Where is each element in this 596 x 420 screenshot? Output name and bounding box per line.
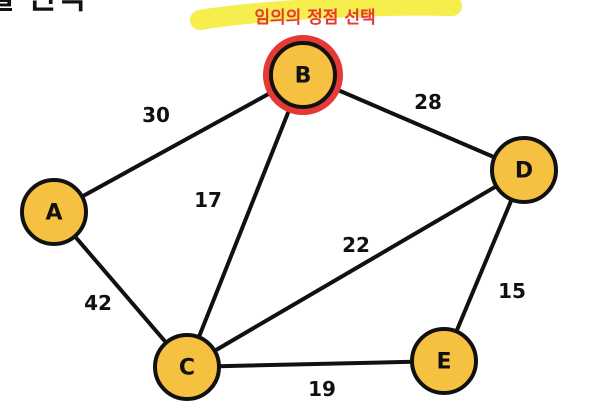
node-c: C (153, 333, 221, 401)
edge-a-c (52, 210, 189, 369)
node-label-c: C (179, 356, 195, 381)
node-d: D (490, 136, 558, 204)
edge-d-e (442, 168, 526, 363)
node-e: E (410, 327, 478, 395)
edge-c-d (185, 168, 526, 369)
node-label-b: B (295, 64, 312, 89)
node-circle-a (20, 178, 88, 246)
node-circle-e (410, 327, 478, 395)
edge-b-d (301, 73, 526, 172)
node-label-d: D (515, 159, 533, 184)
nodes-layer: A B C D E (20, 35, 558, 401)
edge-weight-a-b: 30 (142, 103, 170, 127)
callout-highlight (190, 0, 462, 30)
edge-weight-b-c: 17 (194, 188, 222, 212)
heading-title: 를 선택 (0, 0, 85, 16)
node-circle-c (153, 333, 221, 401)
node-circle-d (490, 136, 558, 204)
node-circle-b (269, 41, 337, 109)
node-b: B (263, 35, 343, 115)
node-label-a: A (45, 201, 62, 226)
edge-weight-c-d: 22 (342, 233, 370, 257)
edges-layer (52, 73, 526, 369)
edge-weight-d-e: 15 (498, 279, 526, 303)
weights-layer: 30 17 28 42 22 15 19 (84, 90, 526, 401)
edge-a-b (52, 73, 305, 214)
edge-weight-b-d: 28 (414, 90, 442, 114)
edge-c-e (185, 359, 446, 369)
node-label-e: E (436, 350, 451, 375)
callout-text: 임의의 정점 선택 (254, 7, 375, 28)
edge-weight-c-e: 19 (308, 377, 336, 401)
node-a: A (20, 178, 88, 246)
edge-b-c (185, 73, 305, 369)
edge-weight-a-c: 42 (84, 291, 112, 315)
